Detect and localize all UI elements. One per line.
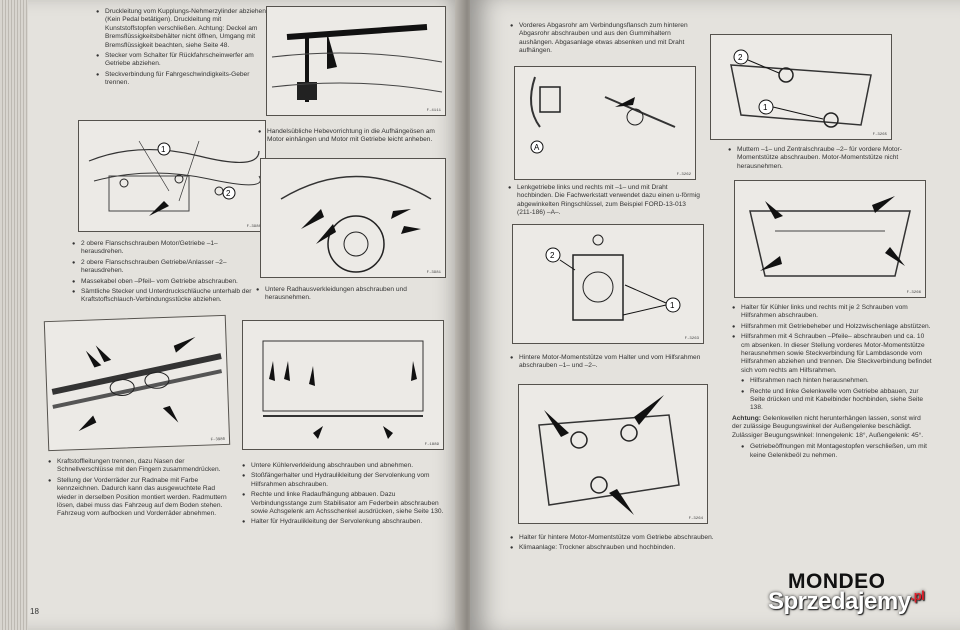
bullet: Kraftstoffleitungen trennen, dazu Nasen … <box>48 458 230 475</box>
mondeo-caption: MONDEO <box>788 570 886 593</box>
bullet: Massekabel oben –Pfeil– vom Getriebe abs… <box>72 278 258 287</box>
figure-fuel-lines: F-3980 <box>43 314 231 452</box>
bullet: Untere Kühlerverkleidung abschrauben und… <box>242 462 452 471</box>
bullet: Halter für Kühler links und rechts mit j… <box>732 304 932 321</box>
front-mount-instructions: Muttern –1– und Zentralschraube –2– für … <box>728 146 906 173</box>
figure-front-mount-drawing: 2 1 <box>730 49 872 128</box>
figure-code: F-3262 <box>676 173 691 177</box>
bullet: Handelsübliche Hebevorrichtung in die Au… <box>258 128 444 145</box>
bullet: 2 obere Flanschschrauben Motor/Getriebe … <box>72 240 258 257</box>
bullet: Getriebeöffnungen mit Montagestopfen ver… <box>732 443 932 460</box>
bullet: Halter für hintere Motor-Momentstütze vo… <box>510 534 720 543</box>
right-page: Vorderes Abgasrohr am Verbindungsflansch… <box>470 0 960 630</box>
svg-text:1: 1 <box>763 103 768 112</box>
bullet: Vorderes Abgasrohr am Verbindungsflansch… <box>510 22 698 56</box>
figure-flange-bolts-drawing: 1 2 <box>88 140 261 216</box>
figure-code: F-3264 <box>688 517 703 521</box>
figure-underbody-drawing <box>262 340 424 439</box>
bullet: Hintere Motor-Momentstütze vom Halter un… <box>510 354 710 371</box>
bullet: Klimaanlage: Trockner abschrauben und ho… <box>510 544 720 553</box>
bullet: Rechte und linke Gelenkwelle vom Getrieb… <box>732 388 932 413</box>
figure-rear-mount-drawing: 2 1 <box>545 234 681 321</box>
underbody-instructions: Untere Kühlerverkleidung abschrauben und… <box>242 462 452 529</box>
bullet: Halter für Hydraulikleitung der Servolen… <box>242 518 452 527</box>
figure-code: F-1889 <box>424 443 439 447</box>
figure-gearbox-bracket: F-3264 <box>518 384 708 524</box>
figure-code: F-3263 <box>684 337 699 341</box>
bullet: Muttern –1– und Zentralschraube –2– für … <box>728 146 906 171</box>
sprzedajemy-logo: Sprzedajemy.pl <box>768 588 925 616</box>
bullet: Hilfsrahmen nach hinten herausnehmen. <box>732 377 932 386</box>
svg-text:1: 1 <box>161 145 166 154</box>
figure-rear-mount: 2 1 F-3263 <box>512 224 704 344</box>
figure-gearbox-bracket-drawing <box>538 395 680 515</box>
top-instructions: Druckleitung vom Kupplungs-Nehmerzylinde… <box>96 8 268 90</box>
bullet: Untere Radhausverkleidungen abschrauben … <box>256 286 444 303</box>
logo-text: Sprzedajemy <box>768 588 911 615</box>
bullet: Steckverbindung für Fahrgeschwindigkeits… <box>96 71 268 88</box>
bullet: Rechte und linke Radaufhängung abbauen. … <box>242 491 452 516</box>
bullet: Sämtliche Stecker und Unterdruckschläuch… <box>72 288 258 305</box>
svg-text:2: 2 <box>226 189 231 198</box>
caution-note: Achtung: Gelenkwellen nicht herunterhäng… <box>732 415 932 440</box>
bullet: Stecker vom Schalter für Rückfahrscheinw… <box>96 52 268 69</box>
gearbox-bracket-instructions: Halter für hintere Motor-Momentstütze vo… <box>510 534 720 555</box>
rear-mount-instructions: Hintere Motor-Momentstütze vom Halter un… <box>510 354 710 373</box>
caution-label: Achtung: <box>732 414 761 422</box>
exhaust-instructions: Vorderes Abgasrohr am Verbindungsflansch… <box>510 22 698 58</box>
svg-text:2: 2 <box>738 53 743 62</box>
left-page: Druckleitung vom Kupplungs-Nehmerzylinde… <box>28 0 466 630</box>
fuel-instructions: Kraftstoffleitungen trennen, dazu Nasen … <box>48 458 230 521</box>
figure-engine-hoist: F-4111 <box>266 6 446 116</box>
bullet: Druckleitung vom Kupplungs-Nehmerzylinde… <box>96 8 268 50</box>
bullet: Lenkgetriebe links und rechts mit –1– un… <box>508 184 700 218</box>
bullet: 2 obere Flanschschrauben Getriebe/Anlass… <box>72 259 258 276</box>
figure-code: F-3980 <box>246 225 261 229</box>
figure-steering-gear: A F-3262 <box>514 66 696 180</box>
wheel-housing-instructions: Untere Radhausverkleidungen abschrauben … <box>256 286 444 305</box>
figure-code: F-4111 <box>426 109 441 113</box>
svg-text:2: 2 <box>550 251 555 260</box>
figure-fuel-lines-drawing <box>51 336 223 432</box>
figure-subframe-drawing <box>749 196 911 277</box>
figure-steering-gear-drawing: A <box>530 76 676 154</box>
figure-flange-bolts: 1 2 F-3980 <box>78 120 266 232</box>
bullet: Stellung der Vorderräder zur Radnabe mit… <box>48 477 230 519</box>
svg-text:1: 1 <box>670 301 675 310</box>
logo-tld: .pl <box>910 588 925 603</box>
figure-wheel-housing: F-3981 <box>260 158 446 278</box>
svg-text:A: A <box>534 143 540 152</box>
figure-front-mount: 2 1 F-3265 <box>710 34 892 140</box>
caution-text: Gelenkwellen nicht herunterhängen lassen… <box>732 414 924 439</box>
bullet: Stoßfängerhalter und Hydraulikleitung de… <box>242 472 452 489</box>
steering-instructions: Lenkgetriebe links und rechts mit –1– un… <box>508 184 700 220</box>
figure-wheel-housing-drawing <box>280 175 432 273</box>
hoist-instructions: Handelsübliche Hebevorrichtung in die Au… <box>258 128 444 147</box>
figure-subframe: F-3266 <box>734 180 926 298</box>
flange-instructions: 2 obere Flanschschrauben Motor/Getriebe … <box>72 240 258 307</box>
subframe-instructions: Halter für Kühler links und rechts mit j… <box>732 304 932 462</box>
figure-underbody: F-1889 <box>242 320 444 450</box>
bullet: Hilfsrahmen mit 4 Schrauben –Pfeile– abs… <box>732 333 932 375</box>
figure-code: F-3981 <box>426 271 441 275</box>
page-number: 18 <box>30 607 39 616</box>
figure-engine-hoist-drawing <box>271 24 443 102</box>
figure-code: F-3265 <box>872 133 887 137</box>
figure-code: F-3266 <box>906 291 921 295</box>
figure-code: F-3980 <box>210 437 226 443</box>
bullet: Hilfsrahmen mit Getriebeheber und Holzzw… <box>732 323 932 332</box>
